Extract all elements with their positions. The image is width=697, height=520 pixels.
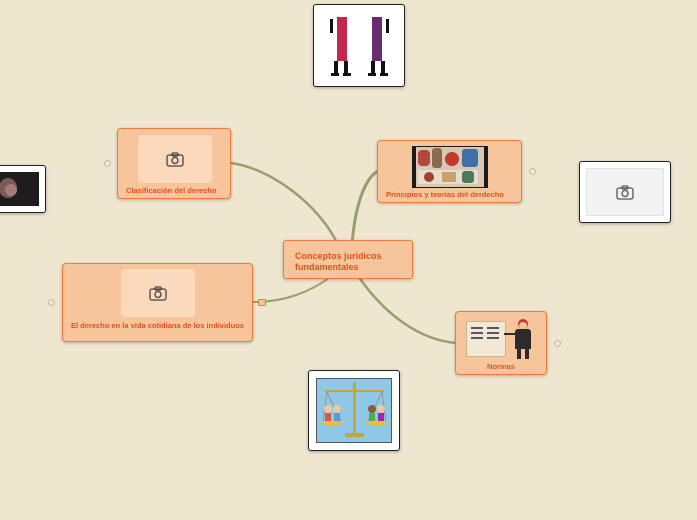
central-topic[interactable]: Conceptos jurídicos fundamentales bbox=[283, 240, 413, 279]
scales-of-justice-children bbox=[316, 378, 392, 443]
floating-image-politica-religion[interactable] bbox=[313, 4, 405, 87]
topic-normas[interactable]: Normas bbox=[455, 311, 547, 375]
floating-image-placeholder[interactable] bbox=[579, 161, 671, 223]
branch-clasificacion bbox=[230, 161, 340, 246]
camera-icon bbox=[121, 269, 195, 317]
collapse-toggle[interactable] bbox=[104, 160, 111, 167]
collapse-toggle[interactable] bbox=[529, 168, 536, 175]
mural-picture bbox=[412, 146, 488, 188]
floating-image-dark-photo[interactable] bbox=[0, 165, 46, 213]
topic-label: Principios y teorías del derdecho bbox=[386, 190, 504, 199]
topic-clasificacion-del-derecho[interactable]: Clasificación del derecho bbox=[117, 128, 231, 199]
topic-label: El derecho en la vida cotidiana de los i… bbox=[71, 321, 244, 330]
collapse-toggle[interactable] bbox=[48, 299, 55, 306]
floating-image-scales[interactable] bbox=[308, 370, 400, 451]
collapse-toggle[interactable] bbox=[554, 340, 561, 347]
teacher-at-whiteboard-picture bbox=[466, 317, 538, 361]
branch-normas bbox=[356, 275, 457, 345]
branch-principios bbox=[350, 169, 379, 246]
topic-principios-y-teorias[interactable]: Principios y teorías del derdecho bbox=[377, 140, 522, 203]
note-icon[interactable] bbox=[258, 299, 266, 306]
dark-photo-cropped bbox=[0, 172, 39, 206]
politica-religion-figures bbox=[320, 11, 398, 80]
camera-icon bbox=[138, 135, 212, 183]
topic-derecho-vida-cotidiana[interactable]: El derecho en la vida cotidiana de los i… bbox=[62, 263, 253, 342]
camera-icon bbox=[586, 168, 664, 216]
topic-label: Normas bbox=[487, 362, 515, 371]
central-topic-label: Conceptos jurídicos fundamentales bbox=[295, 251, 382, 272]
topic-label: Clasificación del derecho bbox=[126, 186, 217, 195]
